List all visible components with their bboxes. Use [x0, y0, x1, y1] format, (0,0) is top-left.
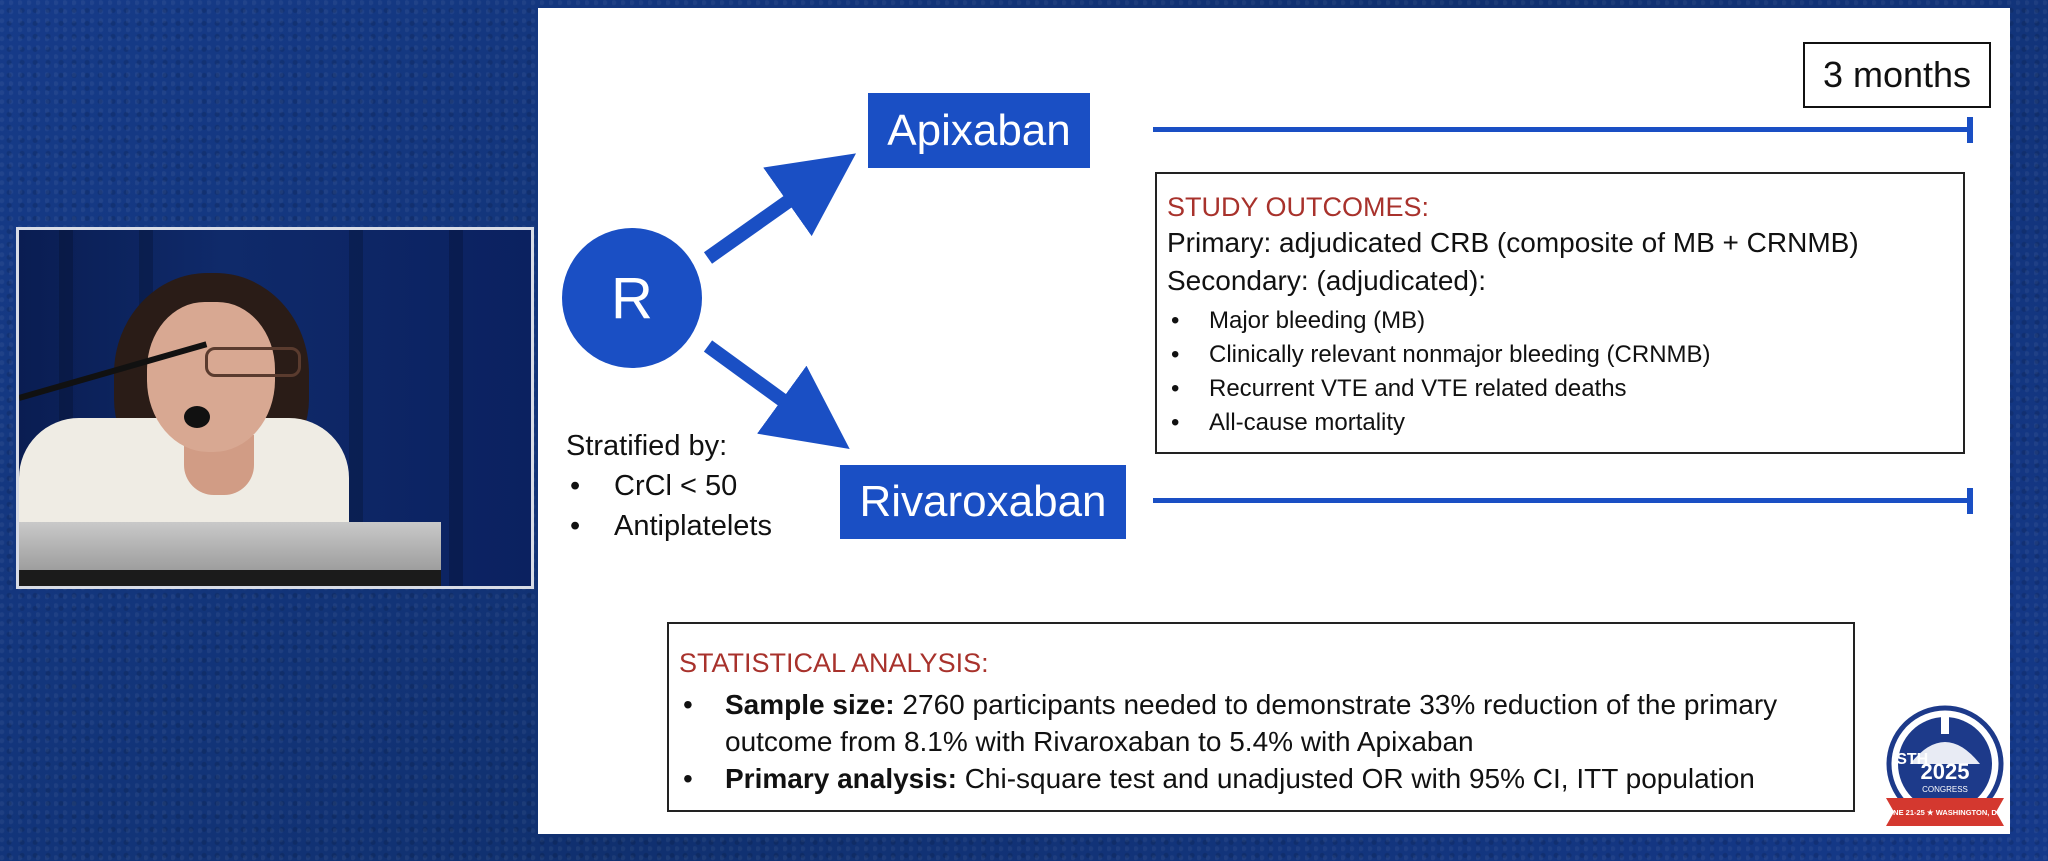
study-outcomes-heading: STUDY OUTCOMES:: [1167, 192, 1430, 222]
statistical-analysis-list: Sample size: 2760 participants needed to…: [679, 686, 1843, 797]
podium-base: [19, 570, 441, 586]
list-item: Sample size: 2760 participants needed to…: [683, 686, 1843, 760]
list-item: Clinically relevant nonmajor bleeding (C…: [1171, 338, 1953, 372]
primary-label: Primary:: [1167, 227, 1272, 258]
speaker-glasses: [205, 347, 301, 377]
sample-size-text: 2760 participants needed to demonstrate …: [725, 689, 1778, 757]
rivaroxaban-timeline-end: [1967, 488, 1973, 514]
apixaban-timeline-end: [1967, 117, 1973, 143]
statistical-analysis-heading: STATISTICAL ANALYSIS:: [679, 648, 989, 678]
isth-2025-logo: 2025 CONGRESS JUNE 21-25 ★ WASHINGTON, D…: [1884, 705, 2007, 826]
secondary-text: (adjudicated):: [1316, 265, 1487, 296]
secondary-outcome-list: Major bleeding (MB) Clinically relevant …: [1167, 304, 1953, 440]
logo-brand-text: ISTH: [1892, 751, 1928, 768]
curtain-fold: [349, 230, 363, 586]
arrow-to-apixaban: [703, 153, 857, 264]
logo-ribbon: JUNE 21-25 ★ WASHINGTON, D.C.: [1884, 808, 2007, 817]
arrow-to-rivaroxaban: [703, 340, 850, 450]
statistical-analysis-box: STATISTICAL ANALYSIS: Sample size: 2760 …: [667, 622, 1855, 812]
list-item: Major bleeding (MB): [1171, 304, 1953, 338]
randomization-arrows: [703, 153, 857, 450]
podium: [19, 522, 441, 570]
logo-brand: 2025: [1921, 759, 1970, 784]
list-item: Recurrent VTE and VTE related deaths: [1171, 372, 1953, 406]
list-item: All-cause mortality: [1171, 406, 1953, 440]
arm-rivaroxaban: Rivaroxaban: [840, 465, 1126, 539]
presentation-slide: R Apixaban Rivaroxaban 3 months Stratifi…: [538, 8, 2010, 834]
sample-size-label: Sample size:: [725, 689, 895, 720]
primary-outcome: Primary: adjudicated CRB (composite of M…: [1167, 224, 1953, 262]
stratified-label: Stratified by:: [566, 430, 728, 462]
duration-label: 3 months: [1803, 42, 1991, 108]
apixaban-timeline: [1153, 127, 1971, 132]
arm-apixaban: Apixaban: [868, 93, 1090, 168]
primary-text: adjudicated CRB (composite of MB + CRNMB…: [1279, 227, 1859, 258]
microphone-icon: [184, 406, 210, 428]
study-outcomes-box: STUDY OUTCOMES: Primary: adjudicated CRB…: [1155, 172, 1965, 454]
secondary-outcome: Secondary: (adjudicated):: [1167, 262, 1953, 300]
logo-sub: CONGRESS: [1922, 785, 1968, 794]
speaker-video: [16, 227, 534, 589]
secondary-label: Secondary:: [1167, 265, 1309, 296]
stratified-item: Antiplatelets: [570, 506, 772, 546]
primary-analysis-label: Primary analysis:: [725, 763, 957, 794]
stratified-list: CrCl < 50 Antiplatelets: [566, 466, 772, 546]
rivaroxaban-timeline: [1153, 498, 1971, 503]
curtain-fold: [449, 230, 463, 586]
stratified-item: CrCl < 50: [570, 466, 772, 506]
stratification: Stratified by: CrCl < 50 Antiplatelets: [566, 426, 772, 546]
list-item: Primary analysis: Chi-square test and un…: [683, 760, 1843, 797]
primary-analysis-text: Chi-square test and unadjusted OR with 9…: [964, 763, 1755, 794]
randomization-circle: R: [562, 228, 702, 368]
speaker-face: [147, 302, 275, 452]
